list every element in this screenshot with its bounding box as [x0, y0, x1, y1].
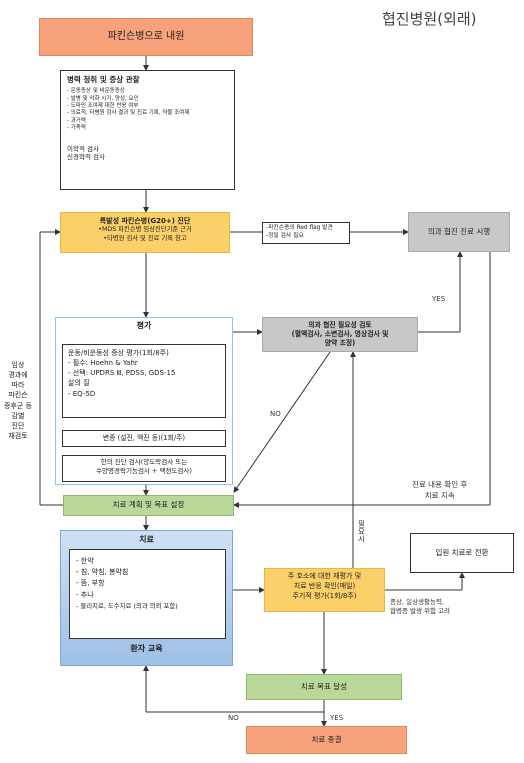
reassess-line: 주 호소에 대한 재평가 및: [287, 572, 362, 580]
history-item: - 의료적, 타병원 검사 결과 및 진료 기록, 약물 조여제: [67, 110, 190, 117]
treatment-item: - 침, 약침, 봉약침: [76, 568, 129, 577]
redflag-line: -파킨슨증의 Red flag 발견: [266, 225, 333, 231]
collab-review-line: (혈액검사, 소변검사, 영상검사 및: [291, 329, 389, 338]
side-note-line: 감별: [11, 411, 25, 420]
diagnosis-line: •타병원 검사 및 진료 기록 참고: [103, 234, 187, 242]
history-item: - 도파민 조여제 대한 반응 여부: [67, 102, 139, 109]
yes-label: YES: [432, 295, 446, 303]
treatment-item: - 뜸, 부항: [76, 579, 105, 588]
kmdiag-line: 한의 진단 검사(양도락검사 또는: [100, 458, 188, 466]
inpatient-note-line: 합병증 발생 위험 고려: [390, 607, 451, 616]
inpatient-node: 입원 치료로 전환: [410, 533, 514, 573]
assessment-pattern-box: 변증 (설진, 맥진 등)(1회/주): [62, 430, 226, 447]
assessment-container: 평가 운동/비운동성 증상 평가(1회/8주) - 필수: Hoehn & Ya…: [55, 317, 233, 485]
treatment-node: 치료 - 한약 - 침, 약침, 봉약침 - 뜸, 부항 - 추나 - 물리치료…: [60, 530, 233, 666]
collab-review-node: 의과 협진 필요성 검토 (혈액검사, 소변검사, 영상검사 및 양약 조정): [262, 317, 418, 352]
collab-review-line: 양약 조정): [324, 338, 356, 347]
reassess-line: 주기적 평가(1회/8주): [292, 591, 357, 600]
end-node: 치료 종결: [246, 726, 407, 754]
collab-review-line: 의과 협진 필요성 검토: [308, 321, 372, 329]
side-note-line: 증후군 등: [4, 401, 32, 410]
goal-no-label: NO: [228, 714, 239, 722]
treatment-item: - 추나: [76, 590, 94, 599]
treatment-item: - 한약: [76, 557, 94, 565]
assessment-line: - EQ-5D: [68, 389, 96, 398]
inpatient-note: 증상, 일상생활능력, 합병증 발생 위험 고려: [390, 598, 450, 616]
exam-neuro: 신경학적 검사: [67, 153, 105, 162]
history-box: 병력 청취 및 증상 관찰 - 운동증상 및 비운동증상 - 발병 및 악화 시…: [60, 70, 235, 190]
assessment-line: - 필수: Hoehn & Yahr: [68, 359, 138, 368]
collab-treatment-node: 의과 협진 진료 시행: [408, 212, 510, 252]
kmdiag-line: 수양명경락기능검사 + 맥전도검사): [96, 466, 192, 475]
treatment-list-box: - 한약 - 침, 약침, 봉약침 - 뜸, 부항 - 추나 - 물리치료, 도…: [69, 549, 226, 639]
reassess-line: 치료 반응 확인(매일): [293, 581, 356, 590]
treatment-heading: 치료: [139, 535, 154, 544]
exam-physical: 이학적 검사: [67, 144, 99, 153]
assessment-line: - 선택: UPDRS Ⅲ, PDSS, GDS-15: [68, 369, 176, 378]
side-note-line: 진단: [11, 421, 25, 430]
side-note: 임상 경과에 따라 파킨슨 증후군 등 감별 진단 재검토: [2, 360, 34, 441]
reassess-node: 주 호소에 대한 재평가 및 치료 반응 확인(매일) 주기적 평가(1회/8주…: [264, 568, 385, 612]
history-item: - 발병 및 악화 시기, 양상, 요인: [67, 95, 139, 102]
diagnosis-node: 특발성 파킨슨병(G20+) 진단 •MDS 파킨슨병 임상진단기준 근거 •타…: [60, 212, 230, 253]
inpatient-note-line: 증상, 일상생활능력,: [390, 598, 445, 606]
side-note-line: 경과에: [8, 371, 28, 380]
assessment-symptom-box: 운동/비운동성 증상 평가(1회/8주) - 필수: Hoehn & Yahr …: [62, 344, 226, 418]
start-node: 파킨슨병으로 내원: [39, 18, 253, 56]
confirm-note-line: 진료 내용 확인 후: [412, 480, 468, 489]
plan-node: 치료 계획 및 목표 설정: [63, 495, 234, 516]
diagnosis-heading: 특발성 파킨슨병(G20+) 진단: [99, 217, 191, 225]
no-label: NO: [270, 410, 281, 418]
history-list: - 운동증상 및 비운동증상 - 발병 및 악화 시기, 양상, 요인 - 도파…: [67, 88, 228, 133]
confirm-note-line: 치료 지속: [424, 490, 455, 500]
history-item: - 가족력: [67, 125, 86, 132]
assessment-line: 삶의 질: [68, 379, 90, 388]
assessment-heading: 평가: [136, 321, 152, 330]
history-item: - 운동증상 및 비운동증상: [67, 88, 125, 95]
history-item: - 과거력: [67, 117, 86, 124]
page-title: 협진병원(외래): [382, 10, 477, 28]
side-note-line: 재검토: [8, 431, 28, 440]
assessment-line: 운동/비운동성 증상 평가(1회/8주): [68, 349, 169, 357]
redflag-box: -파킨슨증의 Red flag 발견 -정밀 검사 필요: [262, 222, 350, 244]
assessment-kmdiag-box: 한의 진단 검사(양도락검사 또는 수양명경락기능검사 + 맥전도검사): [62, 455, 226, 482]
side-note-line: 파킨슨: [8, 391, 28, 400]
confirm-note: 진료 내용 확인 후 치료 지속: [412, 480, 467, 501]
history-heading: 병력 청취 및 증상 관찰: [67, 75, 140, 84]
side-note-line: 따라: [11, 381, 25, 390]
side-note-line: 임상: [11, 361, 25, 369]
patient-education: 환자 교육: [130, 644, 163, 653]
necessary-label: 필요시: [357, 520, 366, 543]
goal-yes-label: YES: [330, 714, 344, 722]
diagnosis-line: •MDS 파킨슨병 임상진단기준 근거: [98, 226, 192, 234]
goal-node: 치료 목표 달성: [246, 674, 402, 700]
treatment-item: - 물리치료, 도수치료 (의과 의뢰 포함): [76, 601, 178, 610]
redflag-line: -정밀 검사 필요: [266, 232, 304, 239]
